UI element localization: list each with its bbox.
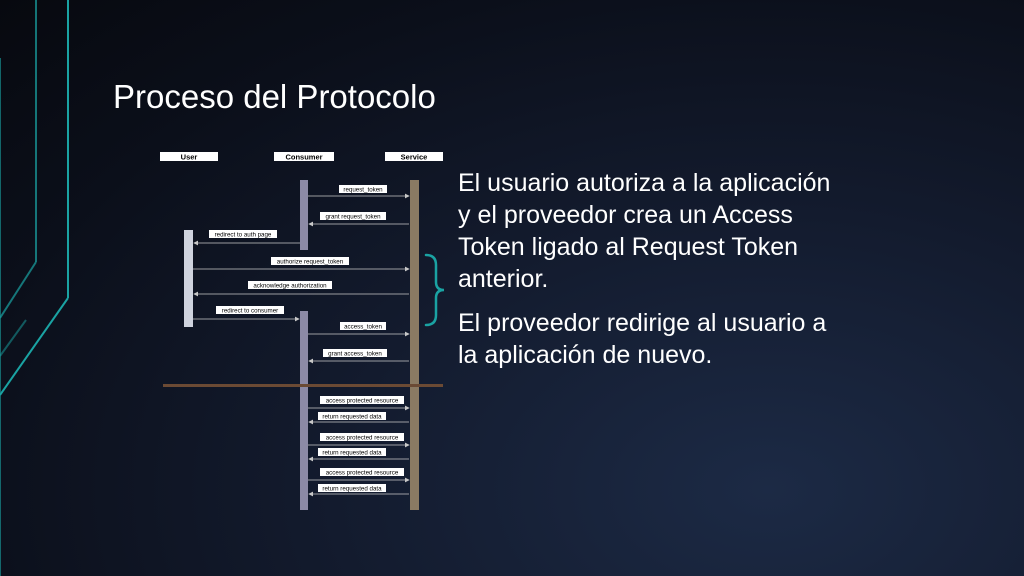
svg-text:Consumer: Consumer — [285, 153, 322, 162]
consumer-lifeline-2 — [300, 311, 308, 510]
bullet-2: El proveedor redirige al usuario a la ap… — [458, 309, 827, 369]
svg-text:request_token: request_token — [343, 186, 383, 193]
msg-authorize-request-token: authorize request_token — [271, 257, 349, 265]
msg-access-protected-resource-2: access protected resource — [320, 433, 404, 441]
msg-return-requested-data-2: return requested data — [318, 448, 386, 456]
svg-text:access protected resource: access protected resource — [326, 469, 399, 476]
slide-title: Proceso del Protocolo — [113, 78, 436, 115]
bullet-list: El usuario autoriza a la aplicación y el… — [458, 167, 838, 383]
svg-text:return requested data: return requested data — [322, 413, 382, 420]
svg-text:acknowledge authorization: acknowledge authorization — [253, 282, 327, 289]
svg-text:authorize request_token: authorize request_token — [277, 258, 344, 265]
msg-request-token: request_token — [339, 185, 387, 193]
msg-access-protected-resource-3: access protected resource — [320, 468, 404, 476]
curly-brace-icon — [424, 253, 445, 327]
svg-text:access_token: access_token — [344, 323, 382, 330]
msg-redirect-auth-page: redirect to auth page — [209, 230, 277, 238]
actor-consumer: Consumer — [274, 152, 334, 162]
svg-text:access protected resource: access protected resource — [326, 397, 399, 404]
decorative-lines — [0, 0, 69, 576]
user-lifeline — [184, 230, 193, 327]
msg-acknowledge-authorization: acknowledge authorization — [248, 281, 332, 289]
msg-grant-request-token: grant request_token — [320, 212, 386, 220]
msg-grant-access-token: grant access_token — [323, 349, 387, 357]
msg-return-requested-data-3: return requested data — [318, 484, 386, 492]
svg-text:return requested data: return requested data — [322, 449, 382, 456]
msg-access-protected-resource-1: access protected resource — [320, 396, 404, 404]
message-arrows — [193, 193, 410, 497]
actor-service: Service — [385, 152, 443, 162]
msg-return-requested-data-1: return requested data — [318, 412, 386, 420]
service-lifeline — [410, 180, 419, 510]
msg-access-token: access_token — [340, 322, 386, 330]
actor-user: User — [160, 152, 218, 162]
svg-text:return requested data: return requested data — [322, 485, 382, 492]
svg-text:grant request_token: grant request_token — [325, 213, 381, 220]
sequence-diagram: User Consumer Service request_token — [160, 152, 443, 510]
svg-text:Service: Service — [401, 153, 428, 162]
svg-text:User: User — [181, 153, 198, 162]
svg-text:grant access_token: grant access_token — [328, 350, 382, 357]
msg-redirect-consumer: redirect to consumer — [216, 306, 284, 314]
svg-text:redirect to consumer: redirect to consumer — [222, 307, 278, 314]
svg-text:access protected resource: access protected resource — [326, 434, 399, 441]
svg-text:redirect to auth page: redirect to auth page — [215, 231, 272, 238]
separator-line — [163, 384, 443, 387]
consumer-lifeline-1 — [300, 180, 308, 250]
bullet-1: El usuario autoriza a la aplicación y el… — [458, 169, 831, 293]
